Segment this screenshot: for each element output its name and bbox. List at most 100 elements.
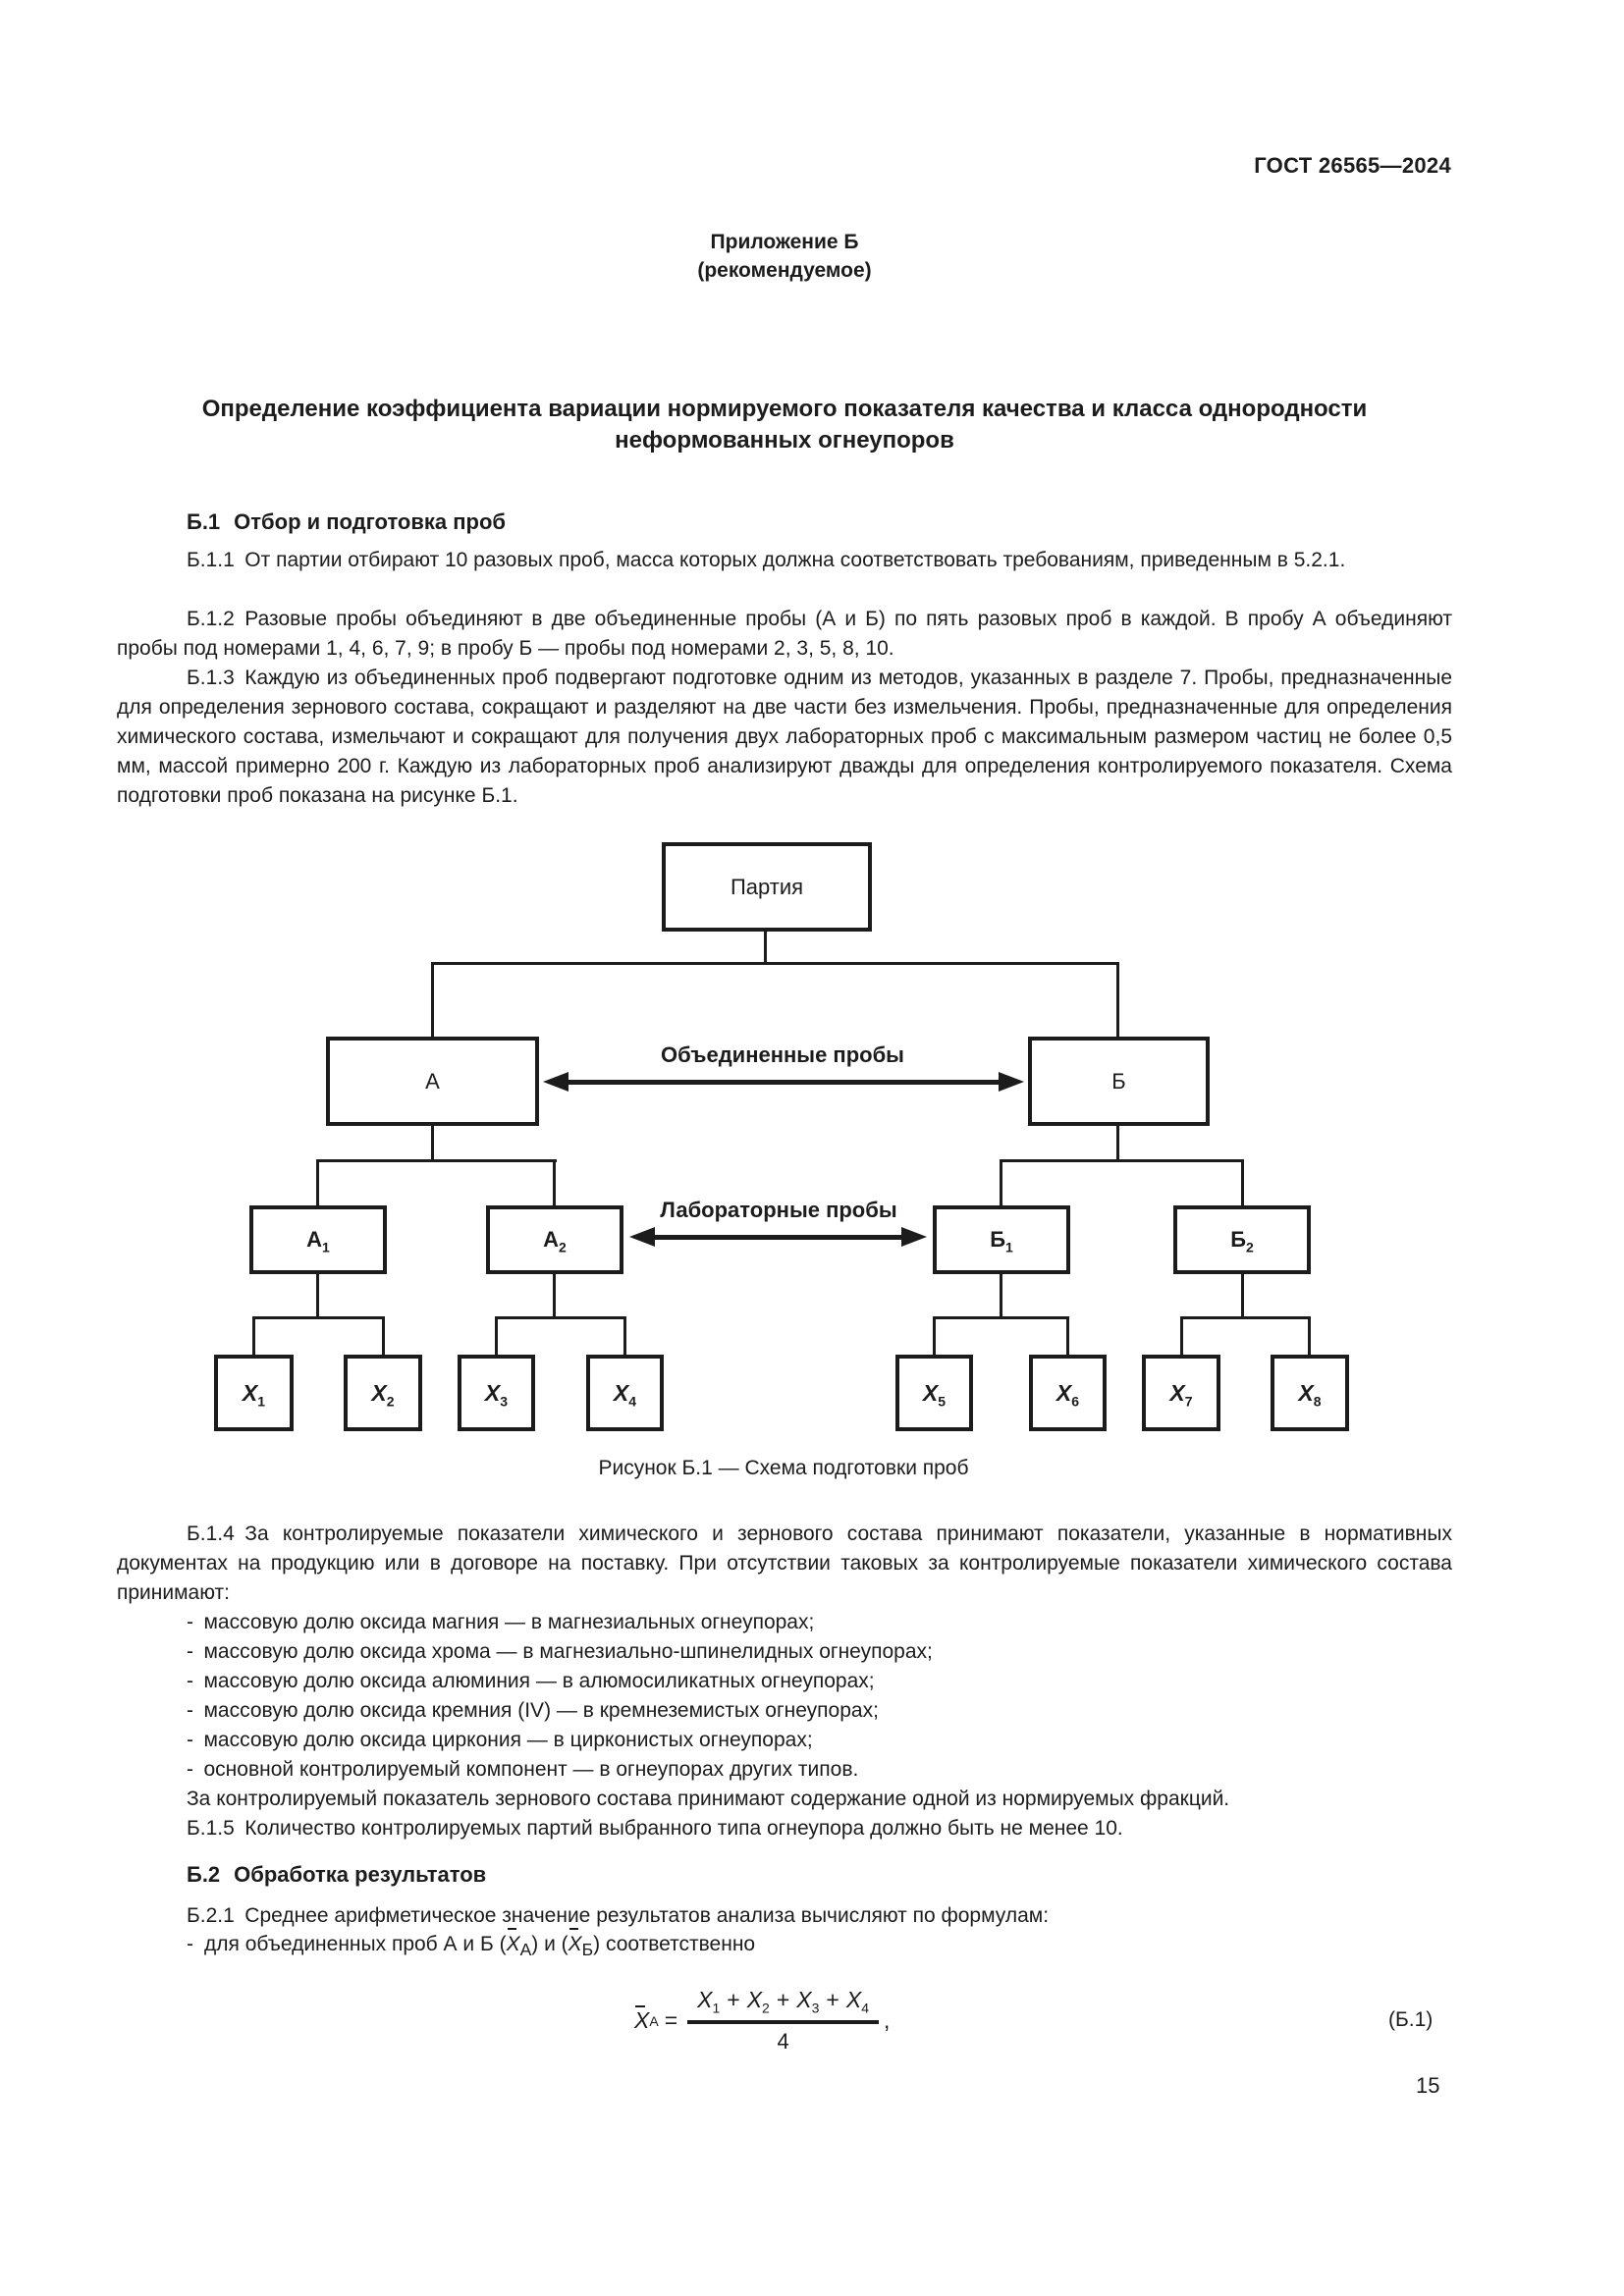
- paragraph-b14-wrap: Б.1.4 За контролируемые показатели химич…: [117, 1520, 1452, 1608]
- plus-sign: +: [776, 1987, 790, 2012]
- connector-line: [252, 1316, 385, 1319]
- connector-line: [495, 1316, 626, 1319]
- diagram-box-x2-label: X2: [371, 1379, 395, 1410]
- x-symbol: X: [796, 1987, 812, 2012]
- connector-line: [1000, 1274, 1002, 1318]
- label-base: Б: [990, 1227, 1005, 1252]
- formula-comma: ,: [884, 2007, 891, 2033]
- fraction-numerator: X1+X2+X3+X4: [687, 1987, 879, 2024]
- connector-line: [623, 1316, 626, 1355]
- label-sub: 6: [1071, 1393, 1080, 1410]
- label-base: Б: [1230, 1227, 1246, 1252]
- label-sub: 7: [1184, 1393, 1193, 1410]
- combined-samples-label: Объединенные пробы: [661, 1042, 904, 1067]
- section-number: Б.1: [187, 509, 221, 534]
- connector-line: [382, 1316, 385, 1355]
- diagram-box-x8: X8: [1271, 1355, 1349, 1431]
- diagram-box-party: Партия: [662, 842, 872, 932]
- x-sub-b: Б: [581, 1940, 594, 1960]
- connector-line: [316, 1159, 557, 1162]
- diagram-box-x3-label: X3: [484, 1379, 509, 1410]
- connector-line: [316, 1159, 319, 1205]
- arrow-left-icon: [629, 1227, 655, 1247]
- label-sub: 3: [500, 1393, 509, 1410]
- x-bar-b: X: [568, 1928, 582, 1959]
- label-base: X: [371, 1379, 387, 1406]
- connector-line: [316, 1274, 319, 1318]
- paragraph-b11: Б.1.1 От партии отбирают 10 разовых проб…: [187, 549, 1346, 571]
- x-symbol: X: [506, 1933, 520, 1955]
- appendix-heading: Приложение Б (рекомендуемое): [117, 228, 1452, 285]
- label-sub: 2: [1246, 1239, 1254, 1255]
- document-title-text: Определение коэффициента вариации нормир…: [201, 396, 1368, 454]
- connector-line: [933, 1316, 1069, 1319]
- label-sub: 1: [257, 1393, 266, 1410]
- equation-number: (Б.1): [1388, 2008, 1434, 2031]
- connector-line: [252, 1316, 255, 1355]
- connector-line: [431, 962, 434, 1037]
- arrow-line: [653, 1235, 902, 1240]
- intro-text-pre: для объединенных проб А и Б (: [204, 1933, 507, 1955]
- dash: -: [187, 1933, 193, 1955]
- label-base: X: [484, 1379, 501, 1406]
- equals-sign: =: [664, 2007, 678, 2033]
- list-item: - массовую долю оксида циркония — в цирк…: [187, 1729, 813, 1751]
- intro-text-post: ) соответственно: [593, 1933, 756, 1955]
- list-item: - основной контролируемый компонент — в …: [187, 1758, 859, 1781]
- diagram-box-a2-label: А2: [543, 1227, 567, 1254]
- diagram-box-x5: X5: [895, 1355, 973, 1431]
- paragraph-b21-wrap: Б.2.1 Среднее арифметическое значение ре…: [117, 1901, 1452, 1931]
- diagram-box-a1-label: А1: [306, 1227, 330, 1254]
- diagram-box-a2: А2: [486, 1205, 623, 1274]
- paragraph-b15: Б.1.5 Количество контролируемых партий в…: [187, 1817, 1123, 1840]
- diagram-box-a: А: [326, 1037, 539, 1126]
- x-symbol: X: [568, 1933, 582, 1955]
- list-item: - массовую долю оксида кремния (IV) — в …: [187, 1699, 879, 1722]
- list-item: - массовую долю оксида хрома — в магнези…: [187, 1640, 933, 1663]
- arrow-right-icon: [901, 1227, 927, 1247]
- label-sub: 5: [938, 1393, 947, 1410]
- diagram-box-x8-label: X8: [1298, 1379, 1322, 1410]
- x-sub: 2: [762, 2000, 770, 2016]
- label-base: X: [922, 1379, 939, 1406]
- paragraph-b11-wrap: Б.1.1 От партии отбирают 10 разовых проб…: [117, 546, 1452, 575]
- arrow-right-icon: [999, 1072, 1024, 1092]
- connector-line: [1116, 962, 1119, 1037]
- diagram-box-party-label: Партия: [730, 874, 804, 899]
- label-base: X: [1298, 1379, 1314, 1406]
- x-symbol: X: [697, 1987, 713, 2012]
- label-base: А: [306, 1227, 323, 1252]
- paragraph-b14: Б.1.4 За контролируемые показатели химич…: [117, 1522, 1452, 1604]
- list-b14: - массовую долю оксида магния — в магнез…: [117, 1608, 1452, 1785]
- label-sub: 2: [386, 1393, 395, 1410]
- x-symbol: X: [845, 1987, 862, 2012]
- fraction: X1+X2+X3+X4 4: [687, 1987, 879, 2055]
- connector-line: [553, 1274, 556, 1318]
- label-sub: 8: [1313, 1393, 1322, 1410]
- x-symbol: X: [746, 1987, 763, 2012]
- diagram-box-b1-label: Б1: [990, 1227, 1013, 1254]
- section-number: Б.2: [187, 1862, 221, 1887]
- diagram-box-x7-label: X7: [1169, 1380, 1193, 1410]
- arrow-left-icon: [543, 1072, 568, 1092]
- connector-line: [1180, 1316, 1183, 1355]
- x-symbol: X: [634, 2007, 650, 2033]
- paragraph-after-list-wrap: За контролируемый показатель зернового с…: [117, 1785, 1452, 1814]
- diagram-box-a-label: А: [425, 1068, 440, 1094]
- page-number: 15: [1416, 2073, 1440, 2098]
- plus-sign: +: [727, 1987, 740, 2012]
- connector-line: [1000, 1159, 1244, 1162]
- diagram-box-x3: X3: [458, 1355, 535, 1431]
- fraction-denominator: 4: [777, 2029, 789, 2054]
- diagram-box-b1: Б1: [933, 1205, 1070, 1274]
- formula-lhs-x-bar: X: [634, 2005, 650, 2034]
- paragraph-b21: Б.2.1 Среднее арифметическое значение ре…: [187, 1904, 1050, 1927]
- connector-line: [1180, 1316, 1311, 1319]
- x-bar-a: X: [506, 1928, 520, 1959]
- diagram-box-x7: X7: [1142, 1355, 1220, 1431]
- arrow-line: [567, 1080, 1001, 1085]
- diagram-box-b: Б: [1028, 1037, 1210, 1126]
- diagram-box-x1: X1: [214, 1355, 294, 1431]
